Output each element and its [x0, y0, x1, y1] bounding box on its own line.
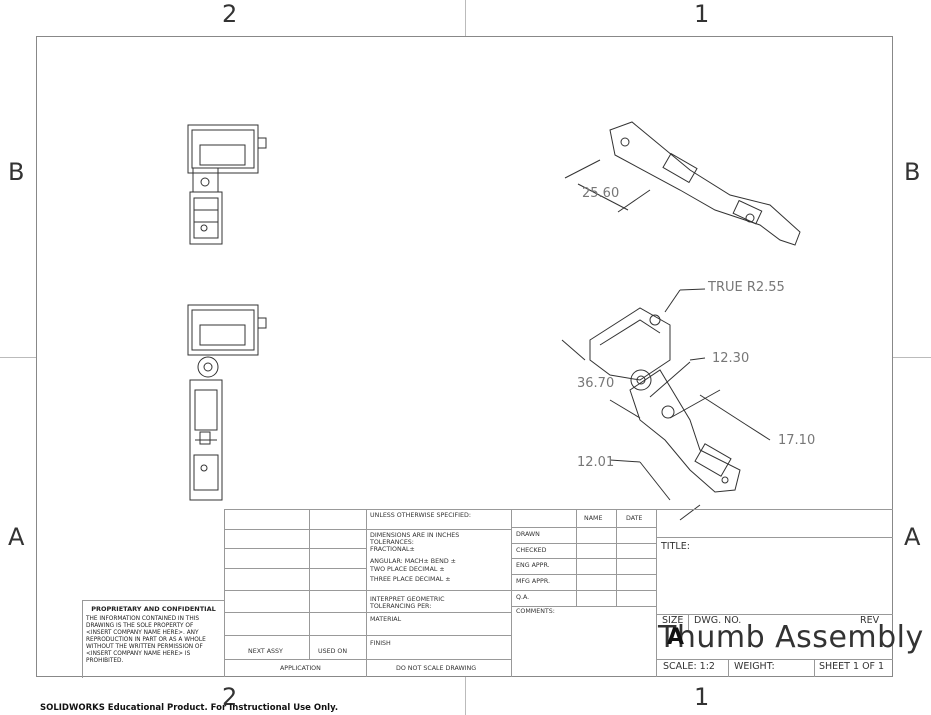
front-view-upper	[187, 124, 267, 245]
zone-label-left-a: A	[8, 523, 25, 551]
two-place-tolerance: TWO PLACE DECIMAL ±	[370, 566, 445, 573]
titleblock-line	[616, 509, 617, 606]
titleblock-line	[309, 509, 310, 659]
dimension-label: 12.30	[712, 351, 750, 366]
titleblock-line	[511, 606, 656, 607]
titleblock-line	[511, 527, 656, 528]
proprietary-title: PROPRIETARY AND CONFIDENTIAL	[91, 605, 216, 613]
zone-label-bottom-1: 1	[694, 683, 710, 711]
border-tick	[465, 677, 466, 715]
fractional-tolerance: FRACTIONAL±	[370, 546, 415, 553]
titleblock-line	[224, 529, 511, 530]
border-tick	[0, 357, 36, 358]
titleblock-line	[224, 509, 893, 510]
titleblock-line	[224, 568, 367, 569]
iso-view-lower	[561, 288, 771, 521]
titleblock-line	[656, 537, 893, 538]
rev-label: REV	[860, 615, 880, 626]
titleblock-line	[656, 659, 893, 660]
zone-label-left-b: B	[8, 158, 25, 186]
titleblock-line	[511, 543, 656, 544]
titleblock-line	[688, 614, 689, 630]
dimension-label: 12.01	[577, 455, 615, 470]
next-assy-label: NEXT ASSY	[248, 648, 283, 655]
dimension-label: 36.70	[577, 376, 615, 391]
titleblock-line	[511, 574, 656, 575]
name-column-header: NAME	[584, 515, 603, 522]
qa-label: Q.A.	[516, 594, 530, 601]
size-label: SIZE	[662, 615, 684, 626]
mfg-appr-label: MFG APPR.	[516, 578, 550, 585]
dims-units: DIMENSIONS ARE IN INCHES	[370, 532, 460, 539]
titleblock-line	[656, 614, 893, 615]
tolerance-header: UNLESS OTHERWISE SPECIFIED:	[370, 512, 471, 519]
sheet-label: SHEET 1 OF 1	[819, 661, 885, 672]
titleblock-line	[366, 509, 367, 677]
dimension-label: 17.10	[778, 433, 816, 448]
titleblock-line	[576, 509, 577, 606]
interpret-label: INTERPRET GEOMETRIC	[370, 596, 445, 603]
drawn-label: DRAWN	[516, 531, 540, 538]
titleblock-line	[224, 612, 511, 613]
zone-label-bottom-2: 2	[222, 683, 238, 711]
date-column-header: DATE	[626, 515, 643, 522]
zone-label-right-a: A	[904, 523, 921, 551]
proprietary-notice: PROPRIETARY AND CONFIDENTIAL THE INFORMA…	[82, 600, 224, 678]
border-tick	[893, 357, 931, 358]
drawing-frame	[36, 36, 893, 677]
zone-label-top-1: 1	[694, 0, 710, 28]
do-not-scale-label: DO NOT SCALE DRAWING	[396, 665, 477, 672]
titleblock-line	[814, 659, 815, 677]
zone-label-right-b: B	[904, 158, 921, 186]
dwg-no-label: DWG. NO.	[694, 615, 742, 626]
titleblock-line	[511, 509, 512, 677]
front-view-lower	[187, 304, 267, 501]
proprietary-body: THE INFORMATION CONTAINED IN THIS DRAWIN…	[86, 616, 206, 664]
iso-view-upper	[564, 121, 801, 246]
drawing-title: Thumb Assembly	[658, 620, 924, 655]
tolerances-label: TOLERANCES:	[370, 539, 414, 546]
weight-label: WEIGHT:	[734, 661, 775, 672]
titleblock-line	[511, 558, 656, 559]
titleblock-line	[224, 509, 225, 677]
titleblock-line	[224, 659, 511, 660]
checked-label: CHECKED	[516, 547, 547, 554]
border-tick	[465, 0, 466, 36]
scale-label: SCALE: 1:2	[663, 661, 715, 672]
titleblock-line	[728, 659, 729, 677]
educational-footer: SOLIDWORKS Educational Product. For Inst…	[40, 703, 339, 713]
titleblock-line	[224, 590, 511, 591]
eng-appr-label: ENG APPR.	[516, 562, 550, 569]
titleblock-line	[511, 590, 656, 591]
tolerancing-label: TOLERANCING PER:	[370, 603, 432, 610]
titleblock-line	[224, 548, 367, 549]
dimension-label: TRUE R2.55	[708, 280, 785, 295]
application-label: APPLICATION	[280, 665, 321, 672]
angular-tolerance: ANGULAR: MACH± BEND ±	[370, 558, 456, 565]
titleblock-line	[656, 509, 657, 677]
titleblock-line	[224, 635, 511, 636]
material-label: MATERIAL	[370, 616, 402, 623]
size-value: A	[667, 625, 685, 650]
three-place-tolerance: THREE PLACE DECIMAL ±	[370, 576, 451, 583]
zone-label-top-2: 2	[222, 0, 238, 28]
finish-label: FINISH	[370, 640, 391, 647]
comments-label: COMMENTS:	[516, 608, 555, 615]
title-label: TITLE:	[661, 541, 690, 552]
dimension-label: 25.60	[582, 186, 620, 201]
used-on-label: USED ON	[318, 648, 348, 655]
